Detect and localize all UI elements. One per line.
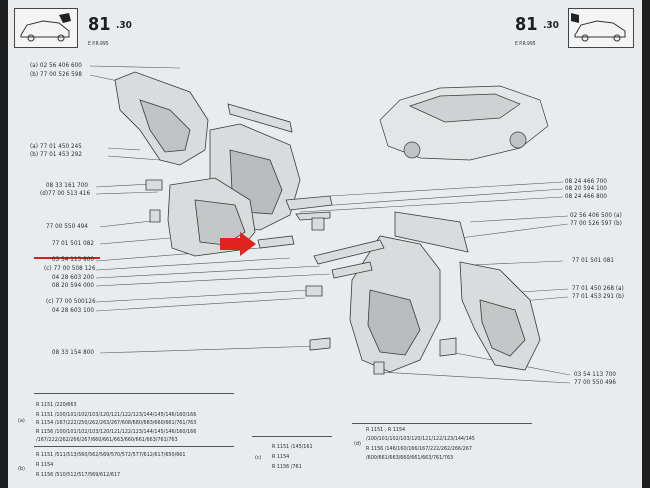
- page-code-left: E P.R.995: [88, 41, 109, 47]
- part-label: 77 00 550 496: [574, 379, 617, 386]
- table-cell: R 1151 /100/101/102/103/120/121/122/123/…: [36, 412, 197, 418]
- part-label: (c) 77 00 500126: [46, 298, 96, 305]
- table-cell: R 1154 /167/222/250/262/263/267/608/680/…: [36, 420, 197, 426]
- table-cell: R 1151 /511/513/560/562/569/570/572/577/…: [36, 452, 186, 458]
- table-rule: [34, 393, 234, 394]
- right-wheel-arch-assembly: [305, 211, 541, 375]
- part-label: 04 28 603 100: [52, 307, 95, 314]
- part-label: 08 20 594 100: [565, 185, 608, 192]
- part-label: (a) 77 01 450 245: [30, 143, 82, 150]
- part-label: (c) 77 00 508 126: [44, 265, 96, 272]
- part-label: 77 01 501 081: [572, 257, 615, 264]
- photo-border-left: [0, 0, 8, 488]
- part-label: 08 24 466 700: [565, 178, 608, 185]
- part-label: 77 00 550 494: [46, 223, 89, 230]
- table-cell: R 1151 /145/161: [272, 444, 313, 450]
- part-label: 77 01 450 268 (a): [572, 285, 624, 292]
- car-thumbnail-icon: [20, 13, 71, 42]
- part-label-highlighted: 03 54 113 800: [52, 256, 95, 263]
- photo-border-right: [642, 0, 650, 488]
- body-shell-overview: [379, 85, 549, 161]
- table-cell: R 1154: [272, 454, 290, 460]
- table-cell: /100/101/102/103/120/121/122/123/144/145: [366, 436, 475, 442]
- table-cell: R 1151 , R 1154: [366, 427, 406, 433]
- highlight-underline: [34, 257, 100, 259]
- leader-lines: [89, 65, 571, 384]
- part-label: 04 28 603 200: [52, 274, 95, 281]
- part-label: (b) 77 00 526 598: [30, 71, 83, 78]
- table-cell: R 1151 /220/663: [36, 402, 77, 408]
- car-thumbnail-left: [14, 8, 78, 48]
- table-rule: [34, 446, 234, 447]
- table-cell: R 1156 /146/160/166/167/222/262/266/267: [366, 446, 472, 452]
- page-subnumber-left: .30: [116, 20, 132, 31]
- part-label: 08 33 154 800: [52, 349, 95, 356]
- part-label: 77 01 501 082: [52, 240, 95, 247]
- car-thumbnail-right: [568, 8, 634, 48]
- part-label: 03 54 113 700: [574, 371, 617, 378]
- part-label: (d)77 00 513 416: [40, 190, 91, 197]
- table-cell: (d): [354, 441, 361, 447]
- table-cell: (c): [255, 455, 262, 461]
- table-cell: R 1156 /100/101/102/103/120/121/122/123/…: [36, 429, 197, 435]
- table-cell: (a): [18, 418, 25, 424]
- part-label: 77 00 526 597 (b): [570, 220, 623, 227]
- page-code-right: E P.R.995: [515, 41, 536, 47]
- table-cell: (b): [18, 466, 25, 472]
- table-cell: R 1156 /761: [272, 464, 302, 470]
- table-cell: /600/661/663/660/661/663/761/763: [366, 455, 454, 461]
- table-cell: /167/222/262/266/267/660/661/663/660/661…: [36, 437, 178, 443]
- part-label: 08 20 594 000: [52, 282, 95, 289]
- part-label: 08 24 466 800: [565, 193, 608, 200]
- table-cell: R 1156 /510/512/517/569/612/617: [36, 472, 121, 478]
- part-label: (a) 02 56 406 600: [30, 62, 82, 69]
- part-label: 02 56 406 500 (a): [570, 212, 622, 219]
- page-subnumber-right: .30: [543, 20, 559, 31]
- table-rule: [252, 436, 332, 437]
- part-label: 08 33 161 700: [46, 182, 89, 189]
- page-number-right: 81: [515, 14, 538, 35]
- table-cell: R 1154: [36, 462, 54, 468]
- part-label: 77 01 453 291 (b): [572, 293, 625, 300]
- table-rule: [352, 423, 532, 424]
- part-label: (b) 77 01 453 292: [30, 151, 83, 158]
- page-number-left: 81: [88, 14, 111, 35]
- car-thumbnail-icon: [571, 13, 626, 42]
- left-wheel-arch-assembly: [114, 71, 333, 257]
- highlight-arrow-icon: [220, 232, 256, 256]
